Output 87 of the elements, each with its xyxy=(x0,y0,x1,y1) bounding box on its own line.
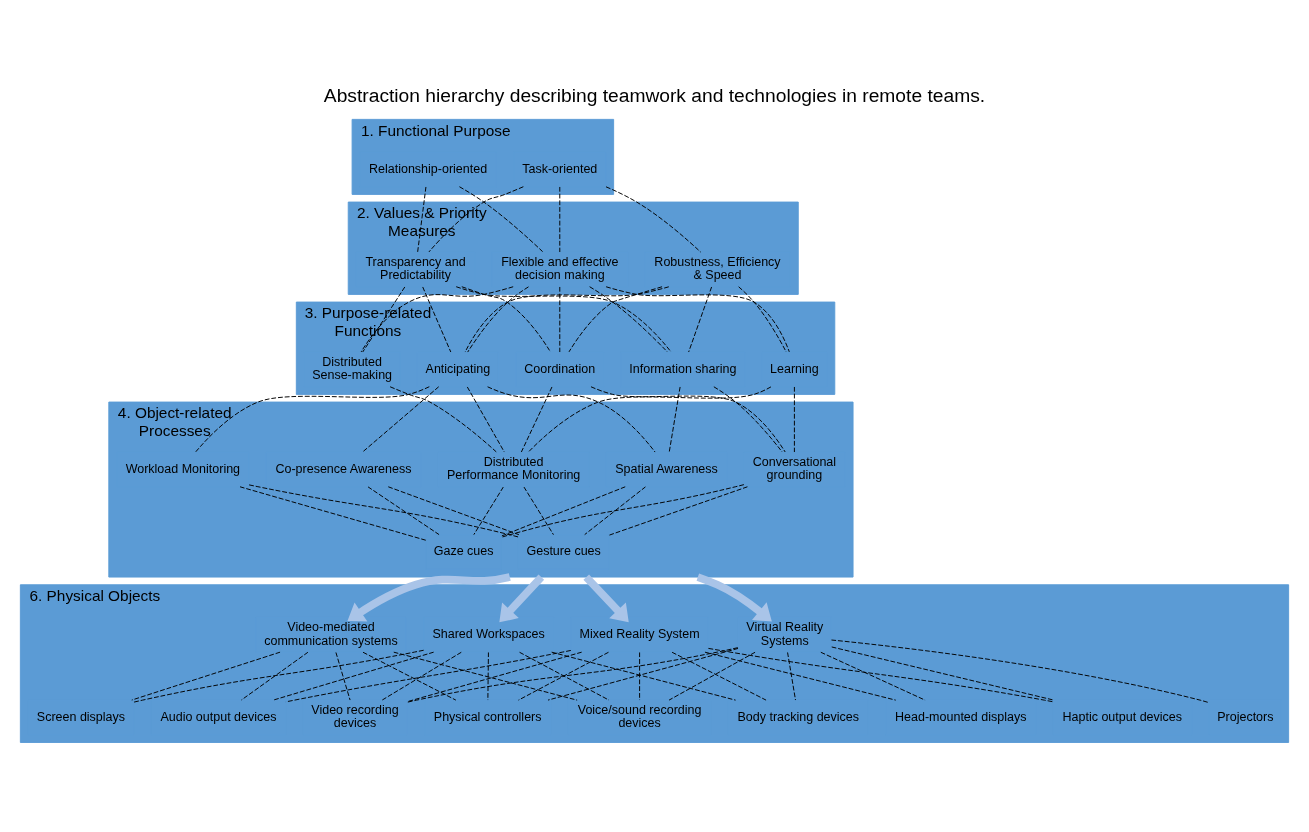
connector xyxy=(487,651,489,701)
connector xyxy=(461,285,551,352)
node-text: Flexible and effective decision making xyxy=(501,254,619,282)
connector xyxy=(417,186,427,252)
connector xyxy=(272,651,435,701)
diagram-title: Abstraction hierarchy describing teamwork and technologies in remote teams. xyxy=(323,84,986,106)
connector xyxy=(360,285,514,352)
node-text: Co-presence Awareness xyxy=(275,461,412,476)
node-text: Distributed Sense-making xyxy=(312,354,393,382)
connector xyxy=(422,286,452,352)
node-text: Gesture cues xyxy=(526,543,601,558)
connector xyxy=(362,651,457,701)
connector xyxy=(688,286,713,352)
connector xyxy=(406,646,739,703)
node-text: Mixed Reality System xyxy=(579,626,700,641)
node-text: Audio output devices xyxy=(160,709,277,724)
node-text: Task-oriented xyxy=(522,161,598,176)
connector xyxy=(605,285,790,352)
node-text: Robustness, Efficiency & Speed xyxy=(654,254,781,282)
connector xyxy=(528,385,772,452)
node-text: Transparency and Predictability xyxy=(365,254,466,282)
connector xyxy=(487,385,656,453)
arrow xyxy=(583,573,629,622)
connector xyxy=(473,486,504,535)
node-text: Virtual Reality Systems xyxy=(746,619,824,648)
connector xyxy=(387,485,520,535)
node-text: Projectors xyxy=(1217,709,1274,724)
arrow xyxy=(347,572,511,621)
arrow xyxy=(499,573,545,622)
connector xyxy=(335,651,351,701)
node-text: Video-mediated communication systems xyxy=(264,619,398,648)
node-text: Gaze cues xyxy=(433,543,494,558)
connector xyxy=(831,646,1055,701)
connector xyxy=(381,651,462,700)
connector xyxy=(367,485,440,535)
connector xyxy=(285,649,572,702)
node-text: Spatial Awareness xyxy=(615,461,718,476)
node-text: Screen displays xyxy=(36,709,126,724)
connector xyxy=(568,285,663,352)
connector xyxy=(589,285,668,352)
connector xyxy=(520,386,553,452)
connector xyxy=(523,486,554,535)
connector xyxy=(248,483,519,537)
connector xyxy=(559,186,561,252)
node-text: Physical controllers xyxy=(433,709,542,724)
node-text: Learning xyxy=(770,361,819,376)
node-text: Shared Workspaces xyxy=(432,626,545,641)
node-text: Workload Monitoring xyxy=(125,461,241,476)
node-text: Anticipating xyxy=(425,361,491,376)
connector xyxy=(240,651,309,700)
connector xyxy=(389,385,497,452)
connector xyxy=(793,386,795,452)
connector xyxy=(131,651,281,701)
connector xyxy=(707,647,1054,702)
connector xyxy=(704,651,897,701)
node-text: Voice/sound recording devices xyxy=(577,702,702,730)
connector xyxy=(133,649,425,703)
connector xyxy=(605,185,702,253)
connector xyxy=(466,386,505,452)
connector xyxy=(500,483,745,538)
node-text: Information sharing xyxy=(629,361,737,376)
connector xyxy=(239,485,427,541)
connector xyxy=(584,485,646,535)
node-text: Body tracking devices xyxy=(737,709,860,724)
connector xyxy=(713,385,783,452)
connector xyxy=(362,385,440,452)
connector xyxy=(820,651,926,701)
connector xyxy=(787,651,796,701)
connector xyxy=(458,185,544,252)
connector xyxy=(559,286,561,352)
connector xyxy=(608,485,748,536)
connector xyxy=(831,639,1210,703)
connector xyxy=(590,385,786,452)
node-text: Distributed Performance Monitoring xyxy=(446,454,581,482)
node-text: Video recording devices xyxy=(311,702,399,730)
node-text: Relationship-oriented xyxy=(368,161,488,176)
node-text: Conversational grounding xyxy=(752,454,837,482)
connector xyxy=(668,386,681,452)
connector xyxy=(428,185,524,252)
node-text: Coordination xyxy=(524,361,596,376)
node-text: Head-mounted displays xyxy=(895,709,1027,724)
connector xyxy=(195,385,430,452)
connector xyxy=(639,651,641,701)
connector xyxy=(467,285,529,353)
arrow xyxy=(696,572,772,622)
node-text: Haptic output devices xyxy=(1062,709,1183,724)
connector xyxy=(738,285,787,352)
